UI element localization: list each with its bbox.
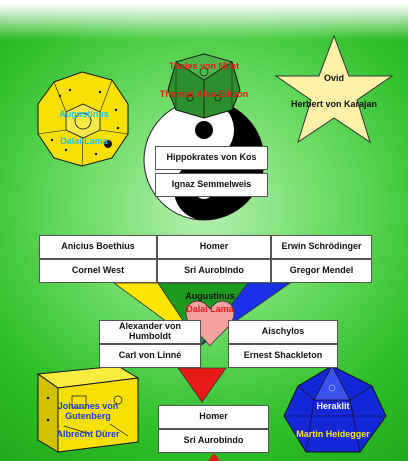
bottom-center-box-top: Homer [158, 405, 269, 429]
row1-center-bottom: Sri Aurobindo [157, 259, 271, 283]
dodecahedron-name1: Augustinus [59, 109, 109, 119]
star-name2: Herbert von Karajan [290, 99, 378, 109]
yin-yang-box-1: Hippokrates von Kos [155, 146, 268, 170]
row1-left-top: Anicius Boethius [39, 235, 157, 259]
row1-right-bottom: Gregor Mendel [271, 259, 372, 283]
row2-right-top: Aischylos [228, 320, 338, 344]
star-name1: Ovid [323, 73, 344, 83]
polyhedron-name2: Martin Heidegger [296, 429, 370, 439]
row2-left-bottom: Carl von Linné [99, 344, 201, 368]
dodecahedron-name2: Dalai Lama [60, 136, 108, 146]
star-shape [274, 34, 394, 144]
yellow-dodecahedron-figure [37, 71, 129, 167]
polyhedron-name1: Heraklit [316, 401, 350, 411]
heart-name1: Augustinus [185, 291, 235, 301]
row1-center-top: Homer [157, 235, 271, 259]
hexagon-name2: Thomas Alva Edison [159, 89, 249, 99]
row2-left-top: Alexander von Humboldt [99, 320, 201, 344]
yellow-cube-figure [36, 365, 140, 453]
green-hexagon-figure [167, 53, 241, 119]
row2-right-bottom: Ernest Shackleton [228, 344, 338, 368]
row1-right-top: Erwin Schrödinger [271, 235, 372, 259]
red-triangle-bottom [208, 453, 220, 461]
yin-yang-box-2: Ignaz Semmelweis [155, 173, 268, 197]
red-triangle [177, 367, 227, 403]
bottom-center-box-bottom: Sri Aurobindo [158, 429, 269, 453]
heart-shape [185, 300, 235, 347]
cube-name2: Albrecht Dürer [56, 429, 120, 439]
top-fade [0, 0, 408, 40]
hexagon-name1: Thales von Milet [168, 61, 239, 71]
heart-name2: Dalai Lama [186, 304, 234, 314]
cube-name1: Johannes von Gutenberg [57, 401, 119, 421]
row1-left-bottom: Cornel West [39, 259, 157, 283]
blue-polyhedron-figure [283, 365, 387, 453]
